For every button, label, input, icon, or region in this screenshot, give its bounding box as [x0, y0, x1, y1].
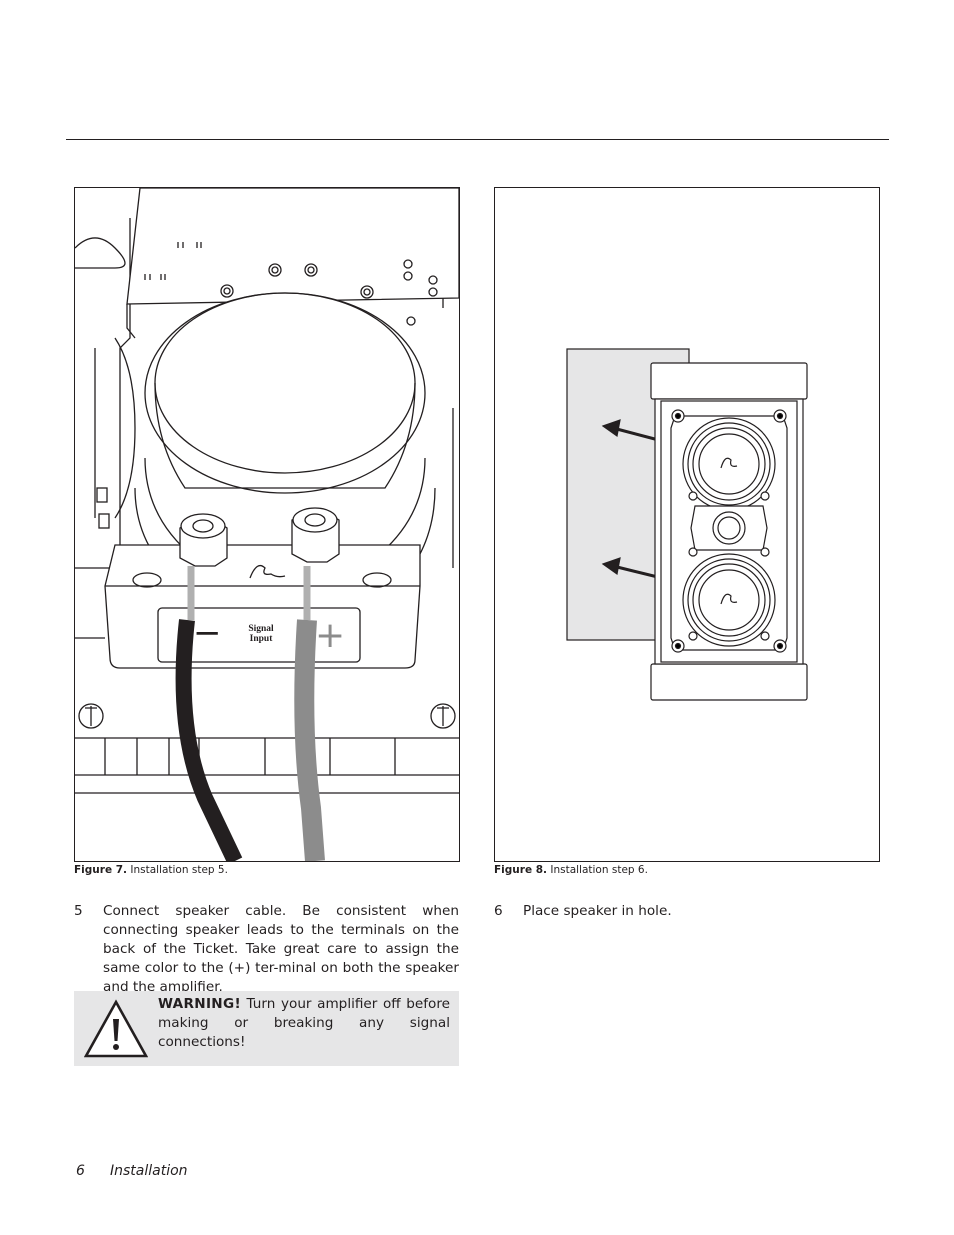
top-rule	[66, 139, 889, 140]
step-5: 5 Connect speaker cable. Be consistent w…	[74, 902, 459, 995]
speaker-placement-drawing	[566, 348, 808, 701]
signal-input-label-line2: Input	[250, 634, 274, 644]
footer-section-name: Installation	[110, 1163, 188, 1179]
figure-7-label: Figure 7.	[74, 864, 128, 876]
warning-message: Turn your amplifier off before making or…	[158, 996, 450, 1050]
plus-polarity-mark: +	[315, 615, 345, 656]
page-number: 6	[76, 1163, 85, 1179]
warning-triangle-icon	[84, 999, 148, 1058]
figure-8-illustration	[494, 187, 880, 862]
figure-8-caption-text: Installation step 6.	[550, 864, 648, 876]
figure-8-caption: Figure 8. Installation step 6.	[494, 864, 648, 877]
step-5-text: Connect speaker cable. Be consistent whe…	[103, 903, 459, 995]
signal-input-label-line1: Signal	[248, 624, 274, 634]
figure-7-caption-text: Installation step 5.	[130, 864, 228, 876]
step-6-text: Place speaker in hole.	[523, 903, 672, 919]
minus-polarity-mark: −	[193, 613, 222, 653]
figure-8-label: Figure 8.	[494, 864, 548, 876]
figure-7-caption: Figure 7. Installation step 5.	[74, 864, 228, 877]
step-5-number: 5	[74, 903, 83, 919]
figure-7-illustration: Signal Input − +	[74, 187, 460, 862]
step-6: 6 Place speaker in hole.	[494, 902, 879, 924]
warning-box: WARNING! Turn your amplifier off before …	[74, 991, 459, 1066]
speaker-terminal-drawing: Signal Input − +	[75, 188, 459, 861]
warning-label: WARNING!	[158, 996, 241, 1012]
warning-text: WARNING! Turn your amplifier off before …	[158, 995, 450, 1052]
step-6-number: 6	[494, 903, 503, 919]
